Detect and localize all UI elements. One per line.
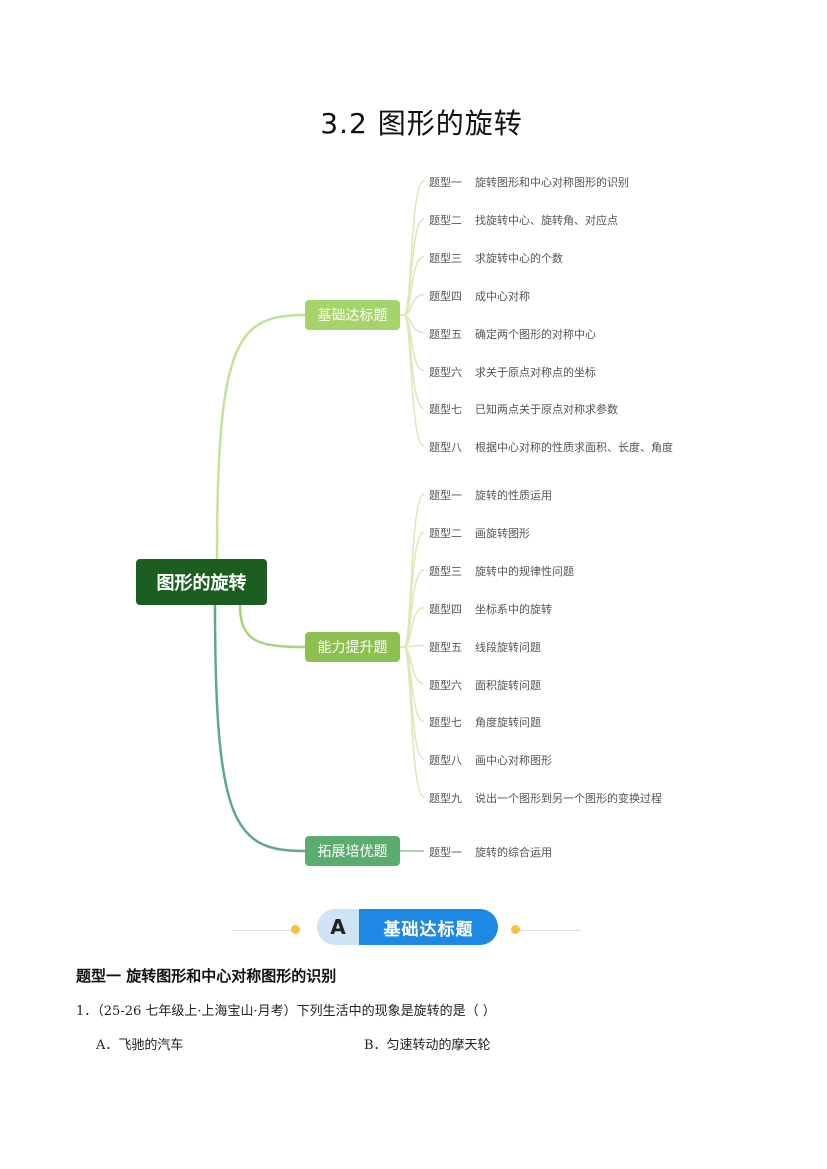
banner-dot-left bbox=[291, 925, 300, 934]
topic-type-label: 题型六 bbox=[429, 678, 462, 692]
topic-type-label: 题型九 bbox=[429, 792, 462, 806]
mindmap-topic-item[interactable]: 题型八画中心对称图形 bbox=[429, 752, 552, 768]
mindmap-topic-item[interactable]: 题型四坐标系中的旋转 bbox=[429, 601, 552, 617]
topic-title: 旋转图形和中心对称图形的识别 bbox=[475, 176, 629, 189]
topic-title: 已知两点关于原点对称求参数 bbox=[475, 403, 618, 417]
topic-title: 坐标系中的旋转 bbox=[475, 602, 552, 616]
mindmap-connectors bbox=[213, 180, 425, 853]
connector-line bbox=[400, 314, 425, 448]
mindmap-topic-item[interactable]: 题型三求旋转中心的个数 bbox=[429, 250, 563, 266]
mindmap-topic-item[interactable]: 题型八根据中心对称的性质求面积、长度、角度 bbox=[429, 439, 673, 455]
connector-line bbox=[215, 313, 306, 560]
connector-line bbox=[400, 293, 425, 316]
topic-title: 旋转中的规律性问题 bbox=[475, 564, 574, 578]
topic-title: 根据中心对称的性质求面积、长度、角度 bbox=[475, 441, 673, 455]
mindmap-branch-node[interactable]: 基础达标题 bbox=[305, 300, 400, 330]
topic-type-label: 题型三 bbox=[429, 251, 462, 265]
mindmap-topic-item[interactable]: 题型三旋转中的规律性问题 bbox=[429, 563, 574, 579]
topic-type-label: 题型一 bbox=[429, 846, 462, 859]
section-banner: A 基础达标题 bbox=[317, 909, 498, 945]
connector-line bbox=[400, 314, 425, 334]
option-b[interactable]: B．匀速转动的摩天轮 bbox=[364, 1038, 491, 1053]
topic-type-label: 题型五 bbox=[429, 327, 462, 341]
question-stem: 1．（25-26 七年级上·上海宝山·月考）下列生活中的现象是旋转的是（ ） bbox=[76, 1004, 496, 1019]
topic-type-label: 题型一 bbox=[429, 176, 462, 189]
topic-title: 找旋转中心、旋转角、对应点 bbox=[475, 213, 618, 227]
option-a[interactable]: A．飞驰的汽车 bbox=[96, 1038, 184, 1053]
mindmap-topic-item[interactable]: 题型五线段旋转问题 bbox=[429, 639, 541, 655]
topic-type-label: 题型二 bbox=[429, 526, 462, 540]
mindmap-topic-item[interactable]: 题型五确定两个图形的对称中心 bbox=[429, 326, 596, 342]
topic-title: 画中心对称图形 bbox=[475, 754, 552, 768]
topic-title: 旋转的综合运用 bbox=[475, 846, 552, 859]
topic-title: 确定两个图形的对称中心 bbox=[475, 327, 596, 341]
topic-type-label: 题型一 bbox=[429, 489, 462, 502]
topic-type-label: 题型四 bbox=[429, 602, 462, 616]
topic-title: 角度旋转问题 bbox=[475, 716, 541, 730]
mindmap-topic-item[interactable]: 题型七角度旋转问题 bbox=[429, 714, 541, 730]
mindmap-topic-item[interactable]: 题型一旋转的性质运用 bbox=[429, 487, 552, 503]
topic-title: 说出一个图形到另一个图形的变换过程 bbox=[475, 792, 662, 806]
topic-title: 求关于原点对称点的坐标 bbox=[475, 365, 596, 379]
connector-line bbox=[400, 646, 425, 798]
topic-type-label: 题型三 bbox=[429, 564, 462, 578]
topic-title: 线段旋转问题 bbox=[475, 640, 541, 654]
topic-type-label: 题型二 bbox=[429, 213, 462, 227]
banner-letter: A bbox=[317, 909, 359, 945]
mindmap-topic-item[interactable]: 题型一旋转的综合运用 bbox=[429, 844, 552, 860]
topic-type-label: 题型七 bbox=[429, 716, 462, 730]
connector-line bbox=[238, 604, 306, 649]
mindmap-topic-item[interactable]: 题型二画旋转图形 bbox=[429, 525, 530, 541]
mindmap-topic-item[interactable]: 题型六求关于原点对称点的坐标 bbox=[429, 364, 596, 380]
connector-line bbox=[400, 218, 425, 316]
topic-type-label: 题型四 bbox=[429, 289, 462, 303]
topic-type-label: 题型八 bbox=[429, 441, 462, 455]
topic-type-label: 题型六 bbox=[429, 365, 462, 379]
topic-type-label: 题型五 bbox=[429, 640, 462, 654]
banner-rule-left bbox=[232, 930, 292, 931]
connector-line bbox=[400, 531, 425, 648]
connector-line bbox=[400, 646, 425, 685]
section-heading: 题型一 旋转图形和中心对称图形的识别 bbox=[76, 967, 337, 985]
connector-line bbox=[213, 604, 306, 853]
topic-type-label: 题型八 bbox=[429, 754, 462, 768]
banner-rule-right bbox=[521, 930, 581, 931]
mindmap-root-node[interactable]: 图形的旋转 bbox=[136, 559, 267, 605]
banner-dot-right bbox=[511, 925, 520, 934]
mindmap-topic-item[interactable]: 题型一旋转图形和中心对称图形的识别 bbox=[429, 174, 629, 190]
topic-title: 画旋转图形 bbox=[475, 526, 530, 540]
topic-title: 成中心对称 bbox=[475, 289, 530, 303]
connector-line bbox=[400, 314, 425, 410]
topic-title: 旋转的性质运用 bbox=[475, 489, 552, 502]
mindmap-topic-item[interactable]: 题型六面积旋转问题 bbox=[429, 677, 541, 693]
topic-title: 求旋转中心的个数 bbox=[475, 251, 563, 265]
banner-text: 基础达标题 bbox=[359, 909, 498, 945]
connector-line bbox=[400, 606, 425, 648]
mindmap-topic-item[interactable]: 题型七已知两点关于原点对称求参数 bbox=[429, 401, 618, 417]
mindmap-topic-item[interactable]: 题型九说出一个图形到另一个图形的变换过程 bbox=[429, 790, 662, 806]
topic-type-label: 题型七 bbox=[429, 403, 462, 417]
mindmap-topic-item[interactable]: 题型二找旋转中心、旋转角、对应点 bbox=[429, 212, 618, 228]
topic-title: 面积旋转问题 bbox=[475, 678, 541, 692]
mindmap-branch-node[interactable]: 拓展培优题 bbox=[305, 836, 400, 866]
mindmap-topic-item[interactable]: 题型四成中心对称 bbox=[429, 288, 530, 304]
page-title: 3.2 图形的旋转 bbox=[320, 107, 523, 140]
mindmap-branch-node[interactable]: 能力提升题 bbox=[305, 632, 400, 662]
